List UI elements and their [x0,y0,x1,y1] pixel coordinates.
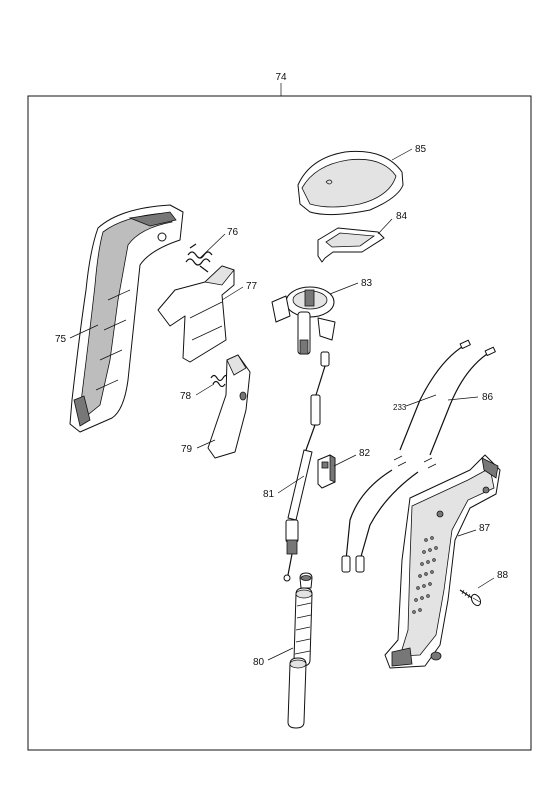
part-77-trigger [157,265,235,363]
part-86-lead-wires [341,339,496,573]
part-78-spring [210,374,230,388]
part-81-throttle-cable [283,351,330,582]
label-part-84: 84 [396,211,408,222]
part-number-labels: 75 76 77 78 79 80 81 82 83 84 85 86 87 8… [55,144,509,668]
label-part-83: 83 [361,278,373,289]
part-79-lock-lever [207,354,251,459]
label-part-85: 85 [415,144,427,155]
label-part-76: 76 [227,227,239,238]
part-82-block [317,454,336,489]
part-84-bracket [317,227,385,263]
label-part-87: 87 [479,523,491,534]
label-part-75: 75 [55,334,67,345]
label-part-79: 79 [181,444,193,455]
label-part-233: 233 [393,403,407,412]
part-76-spring [185,243,213,273]
assembly-frame [27,95,532,751]
part-83-switch-housing [271,286,336,355]
label-part-78: 78 [180,391,192,402]
frame-label: 74 [275,72,287,83]
label-part-88: 88 [497,570,509,581]
part-75-left-handle-half [69,204,184,433]
label-part-82: 82 [359,448,371,459]
leader-lines [69,148,495,661]
label-part-80: 80 [253,657,265,668]
part-87-right-handle-half [384,454,501,669]
part-88-screw [459,589,482,607]
part-80-grip-sleeve [287,572,313,729]
part-85-cover-cap [297,150,404,216]
label-part-77: 77 [246,281,258,292]
label-part-81: 81 [263,489,275,500]
label-part-86: 86 [482,392,494,403]
